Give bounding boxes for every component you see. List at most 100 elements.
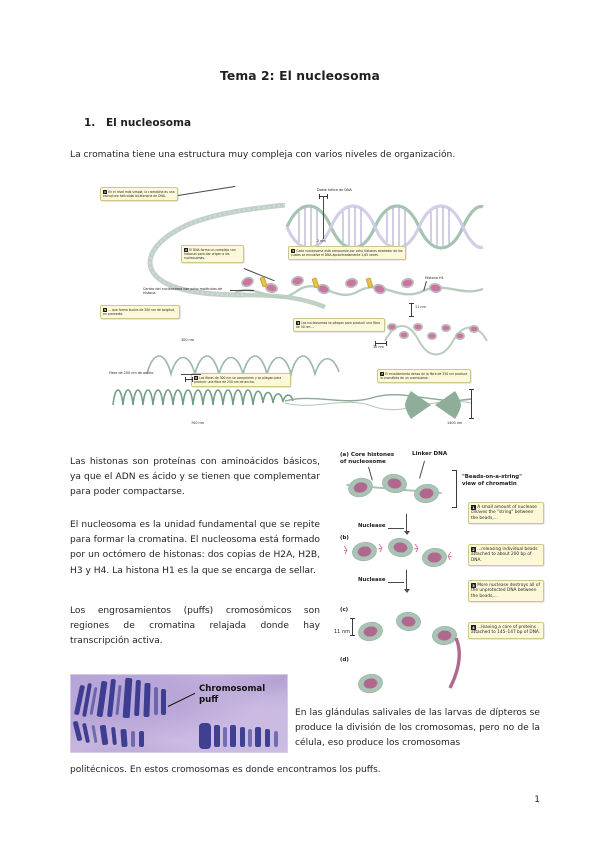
paragraph-intro: La cromatina tiene una estructura muy co…	[70, 150, 456, 160]
chromosome-shape	[405, 391, 461, 419]
chromosome-band	[131, 731, 135, 747]
callout-6-number: 6	[194, 375, 198, 380]
page-number: 1	[534, 795, 540, 805]
label-fiber-250nm: Fibra de 250 nm de ancho	[109, 371, 154, 375]
chromosome-band	[134, 679, 141, 717]
chromosome-band	[248, 729, 252, 747]
chromosome-band	[91, 724, 98, 744]
chromosome-band	[115, 684, 122, 716]
label-250-leader	[181, 374, 201, 375]
callout-1-leader	[177, 185, 236, 196]
nucleosome-particle	[412, 482, 441, 505]
chromosome-band	[81, 722, 91, 744]
callout-beads-1-number: 1	[471, 504, 476, 510]
section-heading: 1. El nucleosoma	[84, 117, 191, 129]
callout-3-number: 3	[291, 248, 295, 253]
chromosome-band	[161, 689, 166, 715]
callout-beads-4: 4...leaving a core of proteins attached …	[468, 622, 544, 639]
paragraph-histonas: Las histonas son proteínas con aminoácid…	[70, 457, 320, 498]
label-linker-dna: Linker DNA	[412, 451, 448, 457]
chromosome-band	[139, 731, 144, 747]
nucleosome-bead	[427, 332, 437, 340]
paragraph-nucleosoma: El nucleosoma es la unidad fundamental q…	[70, 520, 320, 576]
section-title: El nucleosoma	[106, 117, 192, 129]
cleavage-marks	[344, 543, 453, 561]
dna-double-helix-icon	[285, 204, 484, 250]
label-core-leader	[230, 290, 254, 291]
callout-beads-2-number: 2	[471, 546, 476, 552]
paragraph-puffs: Los engrosamientos (puffs) cromosómicos …	[70, 606, 320, 647]
label-beads-on-a-string: "Beads-on-a-string" view of chromatin	[462, 474, 522, 487]
chromatin-strand-curve	[147, 203, 326, 310]
nucleosome-bead	[387, 323, 397, 331]
dim-11nm-line-beads	[349, 618, 356, 636]
callout-7-number: 7	[380, 371, 384, 376]
callout-4-text: Los nucleosomas se pliegan para producir…	[296, 320, 381, 329]
nucleosome-bead	[441, 324, 451, 332]
figure-chromosomal-puff	[70, 674, 288, 753]
dim-250nm-line	[185, 376, 193, 383]
label-nuclease-2: Nuclease	[358, 577, 386, 583]
chromosome-band	[122, 677, 133, 719]
callout-beads-4-number: 4	[471, 624, 476, 630]
nuclease-1-leader	[388, 528, 404, 529]
callout-beads-3-text: More nuclease destroys all of the unprot…	[471, 582, 541, 599]
chromosome-band	[223, 727, 227, 747]
callout-5-text: ... que forma bucles de 300 nm de longit…	[103, 307, 176, 316]
chromosome-band	[96, 680, 108, 718]
callout-7-text: El enrollamiento denso de la fibra de 25…	[380, 371, 468, 380]
label-1400nm: 1400 nm	[447, 421, 463, 425]
nucleosome-particle	[356, 671, 385, 696]
callout-5-number: 5	[103, 307, 107, 312]
dim-2nm-leader	[323, 197, 324, 239]
nucleosome-bead	[413, 323, 423, 331]
nuclease-arrow-1	[404, 514, 410, 535]
beads-view-bracket	[452, 470, 457, 508]
dim-30nm-line	[375, 340, 387, 347]
chromosome-band	[107, 678, 116, 718]
chromosome-band	[111, 726, 117, 746]
dna-tail-strand	[448, 638, 462, 689]
label-30nm: 30 nm	[373, 345, 384, 349]
coil-fiber-250nm	[112, 389, 294, 406]
nucleosome-particle	[380, 471, 409, 496]
dim-11nm-line	[408, 303, 415, 317]
chromosome-band	[99, 724, 109, 746]
chromosome-band	[143, 682, 151, 718]
section-number: 1.	[84, 117, 96, 129]
label-700nm: 700 nm	[191, 421, 205, 425]
chromosome-band	[199, 723, 211, 749]
nucleosome-bead	[469, 325, 479, 333]
callout-5: 5... que forma bucles de 300 nm de longi…	[100, 305, 180, 319]
callout-4-number: 4	[296, 320, 300, 325]
callout-1-number: 1	[103, 189, 107, 194]
page-title: Tema 2: El nucleosoma	[220, 69, 380, 83]
label-panel-d: (d)	[340, 657, 349, 663]
label-histone-h1: Histona H1	[425, 276, 444, 280]
label-nuclease-1: Nuclease	[358, 523, 386, 529]
chromosome-band	[274, 731, 278, 747]
chromosome-band	[120, 728, 128, 748]
dim-1400nm-line	[468, 389, 475, 419]
chromosome-band	[230, 725, 236, 747]
callout-2-number: 2	[184, 247, 188, 252]
label-double-helix: Doble hélice de DNA	[317, 188, 352, 192]
label-panel-c: (c)	[340, 607, 349, 613]
label-11nm: 11 nm	[415, 305, 426, 309]
nuclease-2-leader	[388, 582, 404, 583]
callout-beads-2: 2...releasing individual beads attached …	[468, 544, 544, 567]
linker-dna-leader	[419, 460, 425, 479]
nucleosome-bead	[455, 332, 465, 340]
paragraph-glandulas: En las glándulas salivales de las larvas…	[295, 708, 540, 749]
callout-6-text: Las fibras de 300 nm se comprimen y se p…	[194, 375, 282, 384]
label-core-histones: (a) Core histones of nucleosome	[340, 452, 395, 465]
label-chromosomal-puff: Chromosomal puff	[199, 684, 266, 705]
callout-1-text: En el nivel más simple, la cromatina es …	[103, 189, 175, 198]
chromosome-band	[255, 727, 261, 747]
